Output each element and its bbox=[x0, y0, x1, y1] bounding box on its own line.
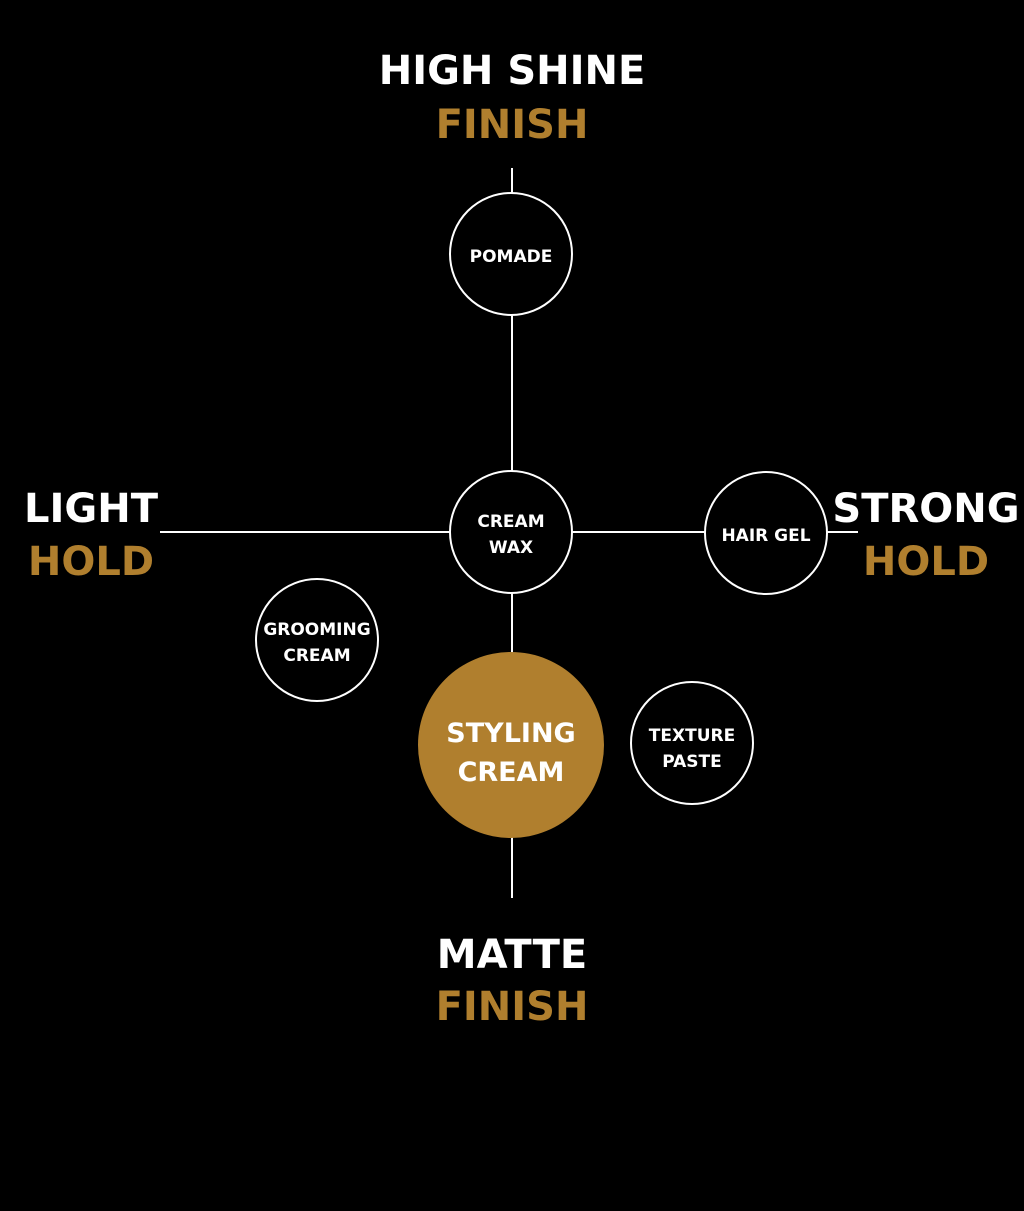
node-grooming-cream-line1: GROOMING bbox=[263, 620, 370, 640]
node-styling-cream: STYLING CREAM bbox=[418, 652, 604, 838]
node-hair-gel: HAIR GEL bbox=[704, 471, 828, 595]
node-styling-cream-line2: CREAM bbox=[458, 757, 565, 788]
axis-left-line1: LIGHT bbox=[24, 486, 159, 532]
node-cream-wax-line2: WAX bbox=[489, 538, 533, 558]
axis-label-top: HIGH SHINE FINISH bbox=[379, 48, 646, 148]
axis-top-line1: HIGH SHINE bbox=[379, 48, 646, 94]
node-hair-gel-label: HAIR GEL bbox=[721, 526, 810, 546]
node-pomade: POMADE bbox=[449, 192, 573, 316]
node-cream-wax: CREAM WAX bbox=[449, 470, 573, 594]
node-texture-paste: TEXTURE PASTE bbox=[630, 681, 754, 805]
node-pomade-label: POMADE bbox=[470, 247, 553, 267]
node-grooming-cream-line2: CREAM bbox=[283, 646, 350, 666]
axis-left-line2: HOLD bbox=[28, 539, 154, 585]
node-cream-wax-line1: CREAM bbox=[477, 512, 544, 532]
axis-right-line2: HOLD bbox=[863, 539, 989, 585]
node-grooming-cream: GROOMING CREAM bbox=[255, 578, 379, 702]
axis-bottom-line2: FINISH bbox=[436, 984, 589, 1030]
axis-label-right: STRONG HOLD bbox=[832, 486, 1019, 585]
node-texture-paste-line1: TEXTURE bbox=[649, 726, 735, 746]
node-styling-cream-line1: STYLING bbox=[446, 718, 575, 749]
axis-top-line2: FINISH bbox=[436, 102, 589, 148]
axis-label-bottom: MATTE FINISH bbox=[436, 932, 589, 1030]
axis-bottom-line1: MATTE bbox=[437, 932, 587, 978]
axis-label-left: LIGHT HOLD bbox=[24, 486, 159, 585]
node-texture-paste-line2: PASTE bbox=[662, 752, 722, 772]
axis-right-line1: STRONG bbox=[832, 486, 1019, 532]
